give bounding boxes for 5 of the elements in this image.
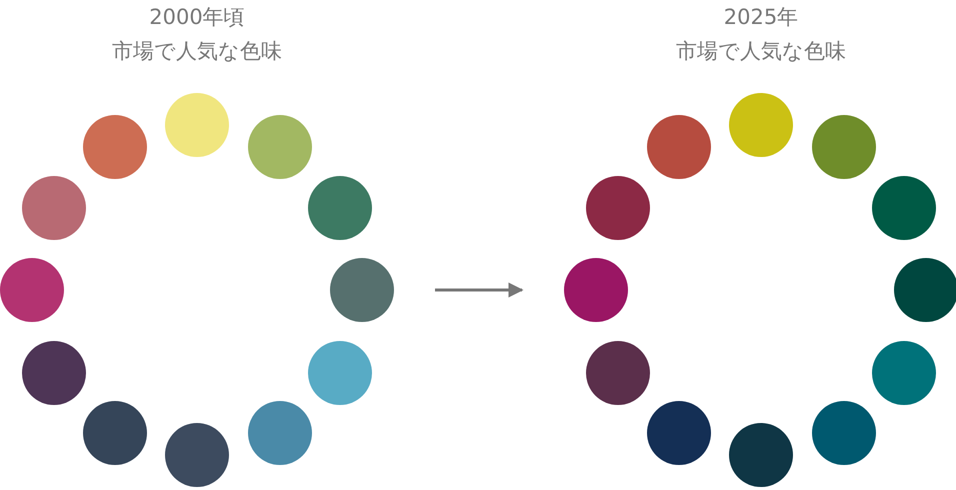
heading: 市場で人気な色味 bbox=[111, 38, 283, 65]
heading: 2025年 bbox=[722, 4, 800, 31]
arrow bbox=[435, 282, 524, 298]
heading: 2000年頃 bbox=[148, 4, 246, 31]
heading: 市場で人気な色味 bbox=[675, 38, 847, 65]
